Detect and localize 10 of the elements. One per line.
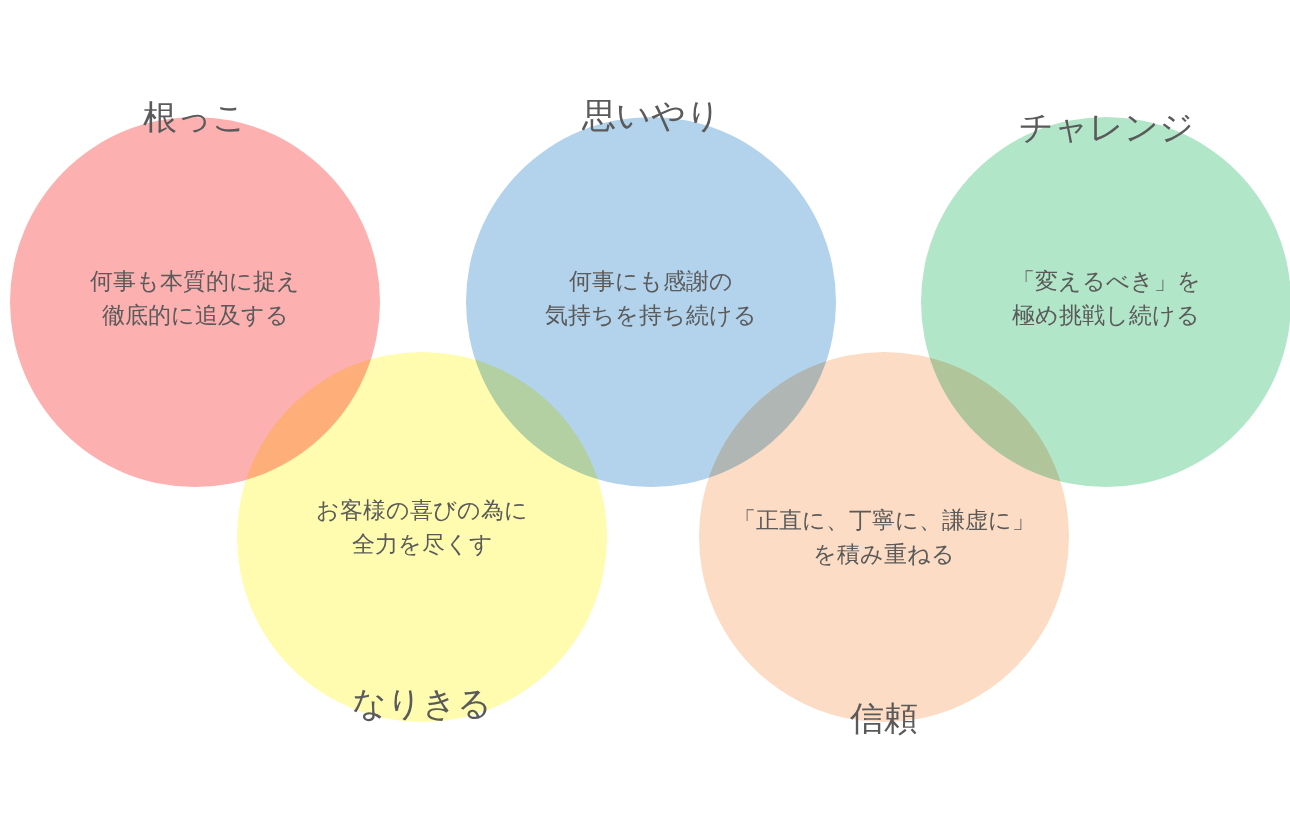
circle-heading: 信頼 [850, 698, 918, 738]
circle-heading: 思いやり [581, 95, 721, 135]
circle-heading: 根っこ [143, 97, 247, 137]
circle-text: 何事にも感謝の気持ちを持ち続ける [545, 267, 757, 330]
circle-heading: なりきる [352, 683, 492, 723]
circle-text: 何事も本質的に捉え徹底的に追及する [90, 267, 300, 330]
circle-heading: チャレンジ [1018, 107, 1194, 147]
circle-text: 「正直に、丁寧に、謙虚に」を積み重ねる [733, 506, 1035, 569]
circle-text: 「変えるべき」を極め挑戦し続ける [1011, 267, 1201, 330]
circle-text: お客様の喜びの為に全力を尽くす [316, 496, 528, 559]
